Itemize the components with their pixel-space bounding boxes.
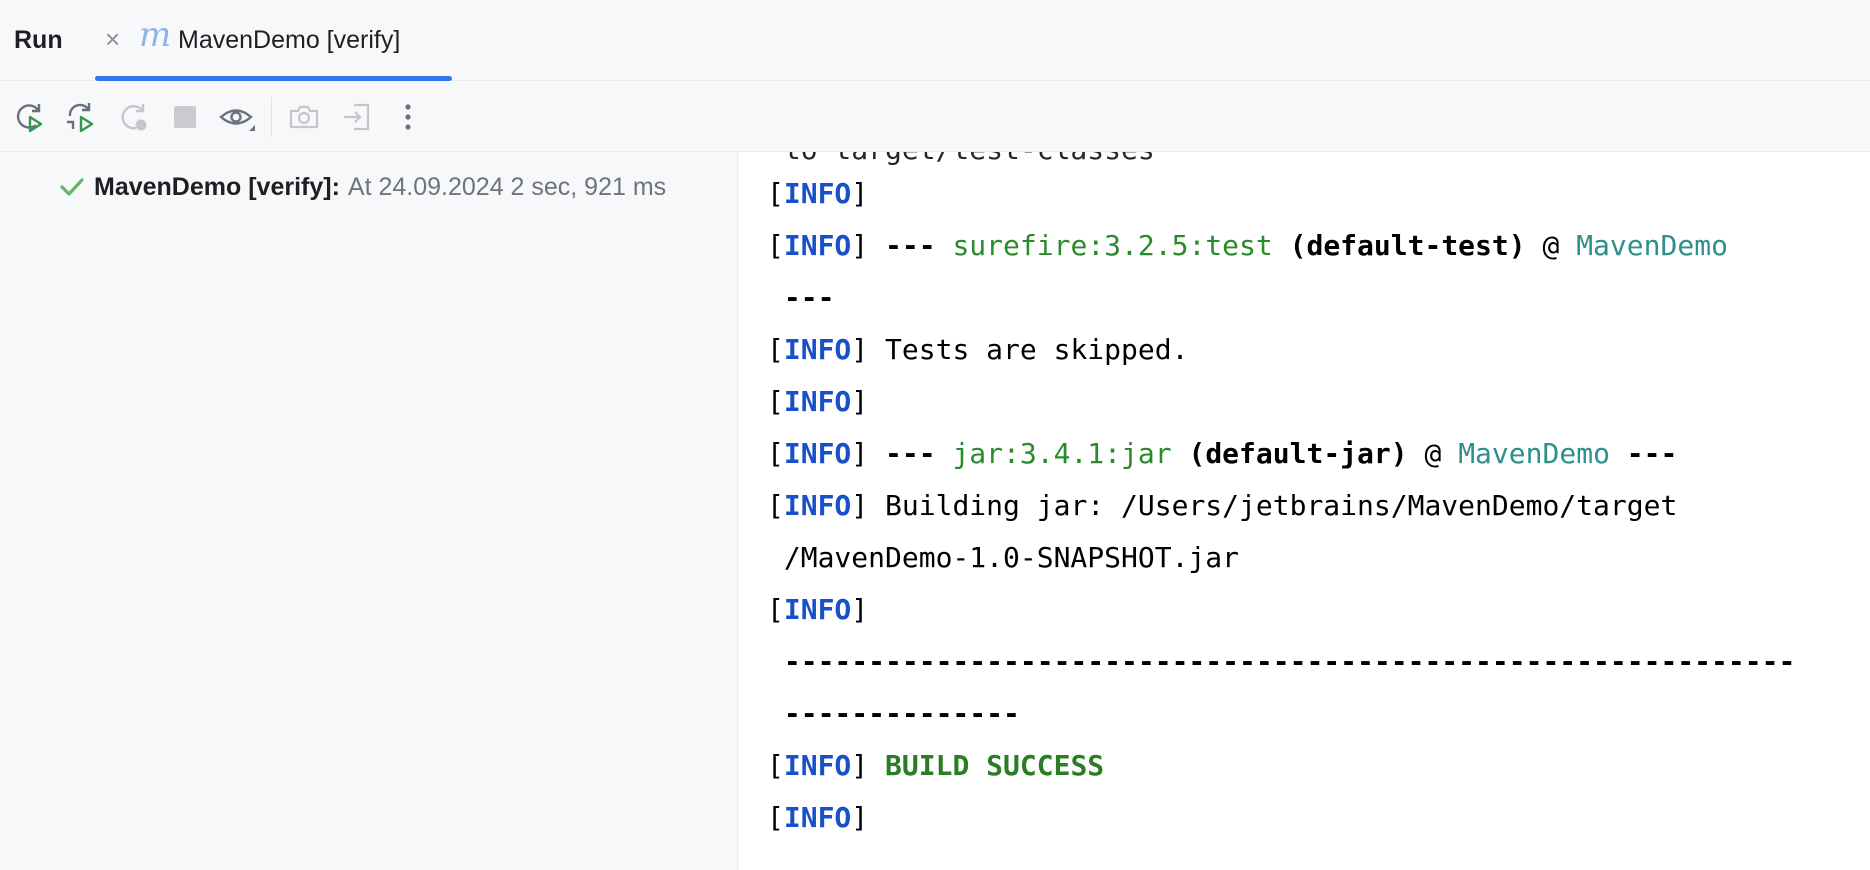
bracket: [: [767, 437, 784, 470]
bracket: ]: [851, 801, 869, 834]
log-level: INFO: [783, 385, 852, 418]
exit-icon[interactable]: [338, 98, 376, 136]
console-text: Building jar: /Users/jetbrains/MavenDemo…: [868, 489, 1678, 522]
close-icon[interactable]: ×: [105, 24, 121, 54]
console-text: ---: [767, 281, 835, 314]
log-level: INFO: [783, 437, 852, 470]
tab-title: MavenDemo [verify]: [178, 26, 401, 54]
bracket: [: [767, 229, 784, 262]
console-text: MavenDemo: [1458, 437, 1610, 470]
run-tree: MavenDemo [verify]: At 24.09.2024 2 sec,…: [0, 152, 738, 870]
check-icon: [60, 178, 84, 196]
console-text: ---: [868, 229, 953, 262]
console-text: @: [1525, 229, 1577, 262]
tab-maven-verify[interactable]: × m MavenDemo [verify]: [95, 0, 452, 81]
console-text: ---: [868, 437, 953, 470]
bracket: [: [767, 489, 784, 522]
camera-icon[interactable]: [285, 98, 323, 136]
eye-icon[interactable]: [218, 98, 256, 136]
console-line: ----------------------------------------…: [767, 644, 1795, 680]
console-text: Tests are skipped.: [868, 333, 1189, 366]
more-icon[interactable]: [389, 98, 427, 136]
rerun-icon[interactable]: [10, 98, 48, 136]
bracket: [: [767, 177, 784, 210]
tree-node-maven-verify[interactable]: MavenDemo [verify]: At 24.09.2024 2 sec,…: [58, 170, 666, 204]
bracket: ]: [851, 177, 869, 210]
console-text: MavenDemo: [1576, 229, 1728, 262]
log-level: INFO: [783, 489, 852, 522]
log-level: INFO: [783, 333, 852, 366]
console-text: /MavenDemo-1.0-SNAPSHOT.jar: [767, 541, 1240, 574]
bracket: ]: [851, 489, 869, 522]
run-label: Run: [14, 26, 63, 54]
console-line: [INFO]: [767, 384, 868, 420]
console-line: ---: [767, 280, 835, 316]
console-line: [INFO]: [767, 592, 868, 628]
stop-icon[interactable]: [166, 98, 204, 136]
log-level: INFO: [783, 177, 852, 210]
bracket: ]: [851, 229, 869, 262]
console-line: [INFO] Building jar: /Users/jetbrains/Ma…: [767, 488, 1677, 524]
console-output[interactable]: to target/test-classes [INFO][INFO] --- …: [739, 152, 1870, 870]
log-level: INFO: [783, 593, 852, 626]
run-toolbar: [0, 82, 1870, 152]
console-text: (default-jar): [1171, 437, 1408, 470]
console-line: --------------: [767, 696, 1020, 732]
console-text: (default-test): [1272, 229, 1526, 262]
tree-node-name: MavenDemo [verify]:: [94, 172, 340, 201]
console-text: jar:3.4.1:jar: [952, 437, 1172, 470]
bracket: [: [767, 749, 784, 782]
console-text: ---: [1609, 437, 1678, 470]
run-tool-window-header: Run × m MavenDemo [verify]: [0, 0, 1870, 81]
bracket: [: [767, 333, 784, 366]
console-line: [INFO]: [767, 800, 868, 836]
tree-node-meta: At 24.09.2024 2 sec, 921 ms: [347, 172, 667, 201]
log-level: INFO: [783, 229, 852, 262]
maven-icon: m: [139, 15, 172, 55]
bracket: [: [767, 385, 784, 418]
console-text: BUILD SUCCESS: [868, 749, 1105, 782]
console-line: /MavenDemo-1.0-SNAPSHOT.jar: [767, 540, 1239, 576]
bracket: ]: [851, 437, 869, 470]
console-line: [INFO] --- jar:3.4.1:jar (default-jar) @…: [767, 436, 1677, 472]
console-line-partial: to target/test-classes: [767, 152, 1155, 168]
toolbar-separator: [271, 97, 272, 137]
bracket: ]: [851, 749, 869, 782]
bracket: [: [767, 593, 784, 626]
console-text: --------------: [767, 697, 1020, 730]
bracket: ]: [851, 333, 869, 366]
rerun-disabled-icon[interactable]: [114, 98, 152, 136]
console-text: @: [1407, 437, 1459, 470]
active-tab-indicator: [95, 76, 452, 81]
console-line: [INFO] BUILD SUCCESS: [767, 748, 1104, 784]
rerun-failed-icon[interactable]: [62, 98, 100, 136]
console-line: [INFO] Tests are skipped.: [767, 332, 1188, 368]
log-level: INFO: [783, 749, 852, 782]
console-text: ----------------------------------------…: [767, 645, 1796, 678]
log-level: INFO: [783, 801, 852, 834]
bracket: [: [767, 801, 784, 834]
console-line: [INFO] --- surefire:3.2.5:test (default-…: [767, 228, 1728, 264]
bracket: ]: [851, 385, 869, 418]
bracket: ]: [851, 593, 869, 626]
console-text: surefire:3.2.5:test: [952, 229, 1273, 262]
console-line: [INFO]: [767, 176, 868, 212]
